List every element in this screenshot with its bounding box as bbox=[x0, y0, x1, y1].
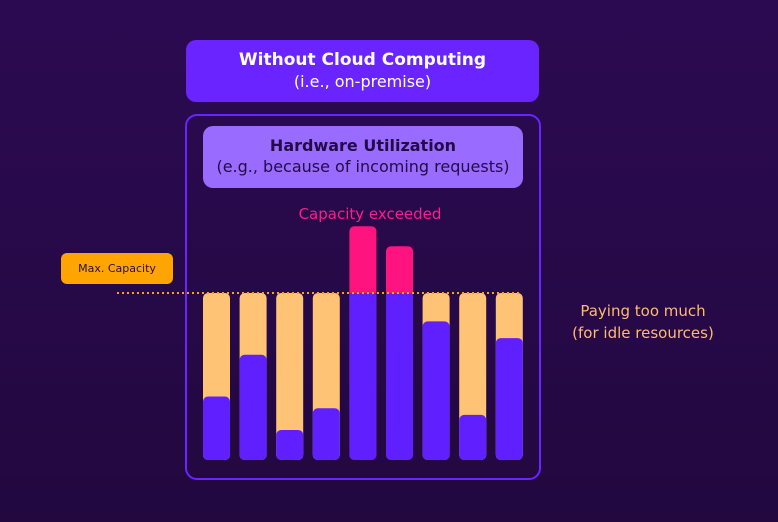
used-capacity-bar bbox=[495, 338, 523, 460]
idle-capacity-bar bbox=[276, 293, 304, 460]
max-capacity-badge: Max. Capacity bbox=[61, 253, 173, 284]
capacity-exceeded-label: Capacity exceeded bbox=[298, 205, 442, 223]
diagram-subtitle: (i.e., on-premise) bbox=[293, 72, 432, 91]
used-capacity-bar bbox=[239, 354, 267, 460]
used-capacity-bar bbox=[312, 408, 340, 460]
hardware-utilization-title: Hardware Utilization bbox=[269, 136, 457, 155]
without-cloud-title-box: Without Cloud Computing (i.e., on-premis… bbox=[186, 40, 539, 102]
utilization-frame bbox=[185, 114, 541, 480]
hardware-utilization-box: Hardware Utilization (e.g., because of i… bbox=[203, 126, 523, 188]
hardware-utilization-subtitle: (e.g., because of incoming requests) bbox=[216, 157, 510, 176]
used-capacity-bar-joint bbox=[349, 293, 377, 299]
paying-line-1: Paying too much bbox=[580, 302, 706, 320]
paying-too-much-label: Paying too much (for idle resources) bbox=[560, 300, 726, 344]
diagram-title: Without Cloud Computing bbox=[238, 50, 487, 70]
paying-line-2: (for idle resources) bbox=[572, 324, 714, 342]
used-capacity-bar bbox=[276, 429, 304, 460]
used-capacity-bar bbox=[203, 396, 230, 460]
used-capacity-bar bbox=[422, 321, 450, 460]
used-capacity-bar bbox=[386, 293, 413, 460]
used-capacity-bar bbox=[459, 414, 487, 460]
used-capacity-bar-joint bbox=[386, 293, 413, 299]
used-capacity-bar bbox=[349, 293, 377, 460]
